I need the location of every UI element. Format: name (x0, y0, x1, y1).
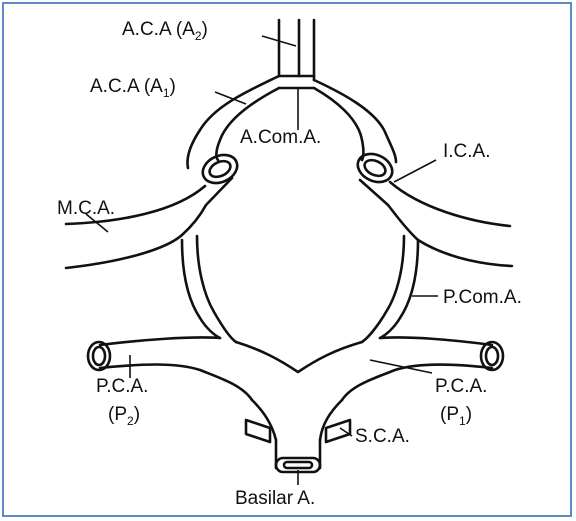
label-mca: M.C.A. (57, 198, 115, 219)
label-pca-left-line2: (P2) (108, 404, 140, 428)
sca-right-vessel (326, 420, 350, 442)
label-basilar: Basilar A. (235, 488, 315, 509)
pcom-left-vessel (182, 236, 236, 342)
aca-a2-vessel (279, 20, 314, 80)
mca-left-vessel (66, 178, 232, 268)
label-acom-a: A.Com.A. (240, 127, 321, 148)
ica-left-end (198, 150, 242, 189)
label-aca-a1: A.C.A (A1) (90, 76, 176, 100)
label-pca-right-line2: (P1) (440, 404, 472, 428)
label-pcom-a: P.Com.A. (443, 287, 522, 308)
basilar-junction (236, 342, 362, 440)
sca-left-vessel (246, 420, 270, 442)
label-ica: I.C.A. (443, 141, 491, 162)
label-pca-right-line1: P.C.A. (435, 376, 487, 397)
basilar-vessel (276, 440, 320, 472)
label-aca-a2: A.C.A (A2) (122, 19, 208, 43)
label-sca: S.C.A. (355, 426, 410, 447)
label-pca-left-line1: P.C.A. (96, 376, 148, 397)
pcom-right-vessel (362, 236, 418, 342)
mca-right-vessel (360, 180, 512, 266)
